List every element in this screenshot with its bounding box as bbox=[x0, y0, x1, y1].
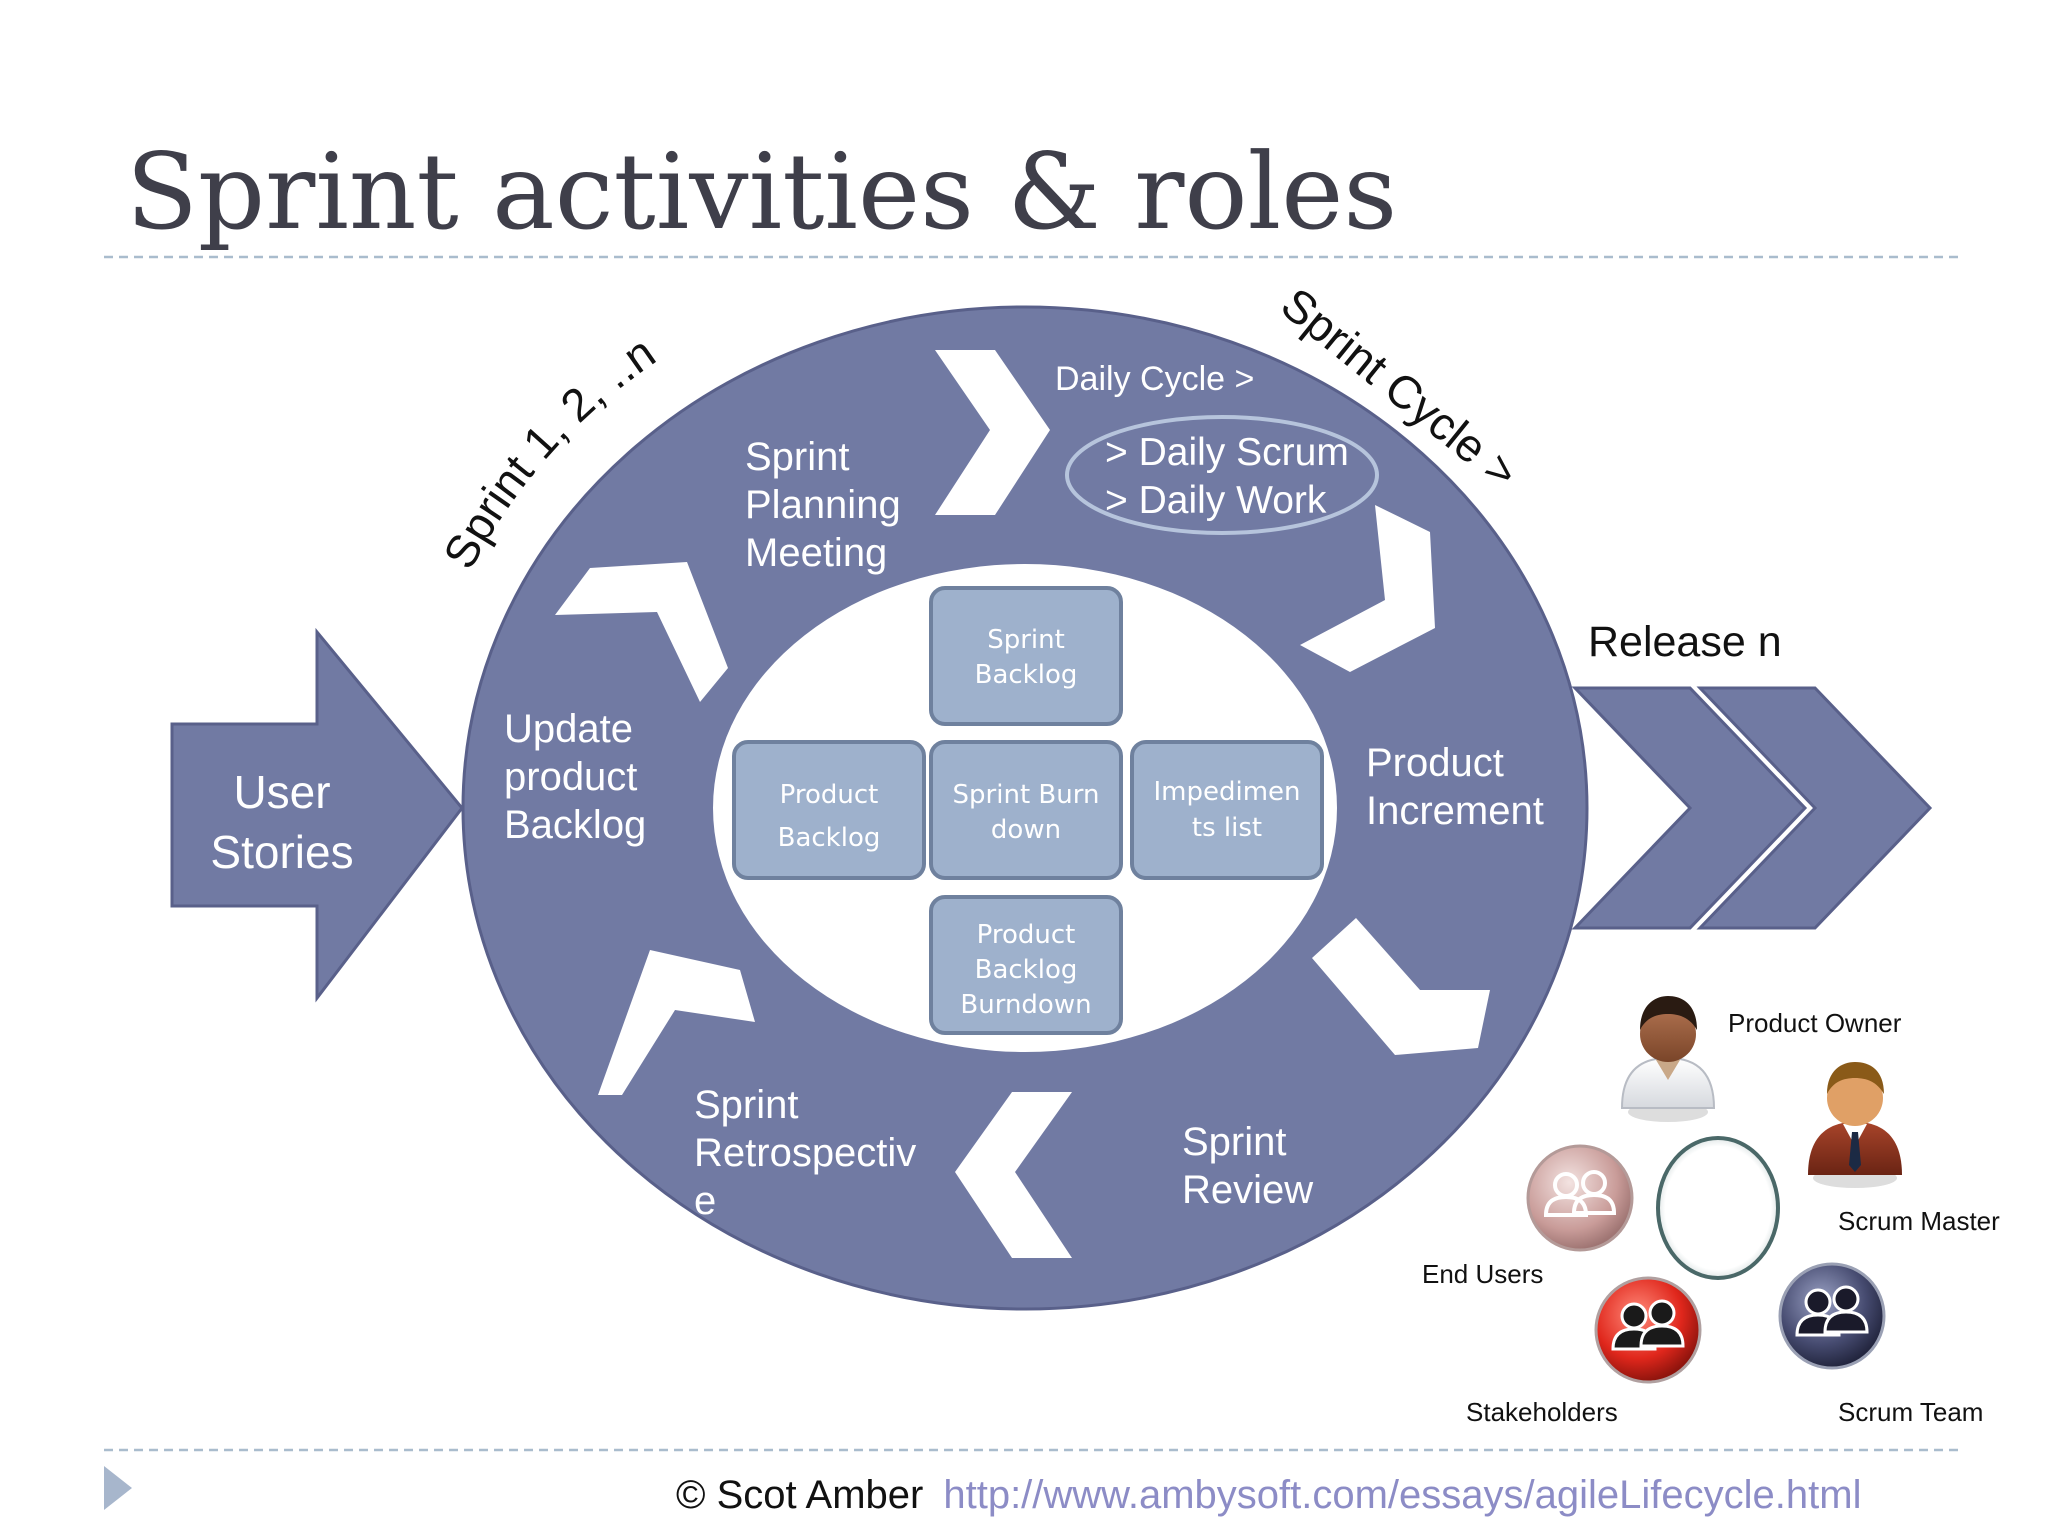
cycle-arrow-retro-up bbox=[598, 950, 755, 1095]
scrum-master-icon bbox=[1808, 1062, 1902, 1188]
artifact-product-backlog-burndown: Product Backlog Burndown bbox=[929, 895, 1123, 1035]
cycle-arrow-planning bbox=[935, 350, 1050, 515]
role-scrum-team: Scrum Team bbox=[1838, 1397, 1983, 1427]
artifact-burn-down-line2: down bbox=[991, 815, 1061, 845]
artifact-product-backlog-line1: Product bbox=[780, 780, 879, 810]
artifact-sprint-burn-down: Sprint Burn down bbox=[929, 740, 1123, 880]
footer-credit: © Scot Amber http://www.ambysoft.com/ess… bbox=[676, 1472, 1861, 1517]
cycle-arrow-update bbox=[555, 562, 728, 702]
product-owner-icon bbox=[1620, 996, 1716, 1122]
role-scrum-master: Scrum Master bbox=[1838, 1206, 2000, 1236]
role-product-owner: Product Owner bbox=[1728, 1008, 1902, 1038]
phase-retro-line1: Sprint bbox=[694, 1083, 799, 1127]
artifact-sprint-backlog: Sprint Backlog bbox=[929, 586, 1123, 726]
user-stories-arrow: User Stories bbox=[170, 627, 464, 1003]
footer-copyright: © Scot Amber bbox=[676, 1473, 923, 1517]
daily-cycle-oval bbox=[1065, 415, 1379, 535]
phase-retro-line2: Retrospectiv bbox=[694, 1131, 916, 1175]
artifact-backlog-burndown-line3: Burndown bbox=[960, 990, 1091, 1020]
phase-planning: Sprint Planning Meeting bbox=[745, 435, 901, 575]
release-chevrons bbox=[1571, 686, 1933, 930]
cycle-arrow-retro bbox=[955, 1092, 1072, 1258]
phase-planning-line3: Meeting bbox=[745, 531, 887, 575]
artifact-sprint-backlog-line2: Backlog bbox=[975, 660, 1078, 690]
artifact-backlog-burndown-line1: Product bbox=[977, 920, 1076, 950]
end-users-icon bbox=[1526, 1144, 1634, 1252]
phase-increment: Product Increment bbox=[1366, 741, 1544, 833]
phase-review: Sprint Review bbox=[1182, 1120, 1313, 1212]
artifact-impediments-line2: ts list bbox=[1192, 813, 1262, 843]
role-stakeholders: Stakeholders bbox=[1466, 1397, 1618, 1427]
user-stories-line1: User bbox=[233, 766, 330, 818]
phase-retro-line3: e bbox=[694, 1179, 716, 1223]
artifact-backlog-burndown-line2: Backlog bbox=[975, 955, 1078, 985]
phase-update: Update product Backlog bbox=[504, 707, 646, 847]
cycle-arrow-increment bbox=[1300, 505, 1435, 672]
artifact-impediments-line1: Impedimen bbox=[1153, 777, 1300, 807]
stakeholders-icon bbox=[1594, 1276, 1702, 1384]
artifact-product-backlog: Product Backlog bbox=[732, 740, 926, 880]
phase-review-line1: Sprint bbox=[1182, 1120, 1287, 1164]
artifact-sprint-backlog-line1: Sprint bbox=[987, 625, 1065, 655]
release-label: Release n bbox=[1588, 618, 1782, 666]
phase-update-line2: product bbox=[504, 755, 637, 799]
daily-item-scrum: > Daily Scrum bbox=[1105, 431, 1349, 474]
daily-cycle-label: Daily Cycle > bbox=[1055, 360, 1254, 398]
phase-planning-line1: Sprint bbox=[745, 435, 850, 479]
footer-link[interactable]: http://www.ambysoft.com/essays/agileLife… bbox=[943, 1473, 1861, 1517]
phase-retro: Sprint Retrospectiv e bbox=[694, 1083, 916, 1223]
page-title: Sprint activities & roles bbox=[126, 131, 1397, 253]
phase-increment-line2: Increment bbox=[1366, 789, 1544, 833]
phase-increment-line1: Product bbox=[1366, 741, 1504, 785]
artifact-product-backlog-line2: Backlog bbox=[778, 823, 881, 853]
footer-bullet-icon bbox=[104, 1466, 132, 1510]
roles-center-ring bbox=[1656, 1136, 1780, 1280]
phase-planning-line2: Planning bbox=[745, 483, 901, 527]
artifact-impediments-list: Impedimen ts list bbox=[1130, 740, 1324, 880]
cycle-arrow-review bbox=[1312, 918, 1490, 1055]
phase-update-line1: Update bbox=[504, 707, 633, 751]
role-end-users: End Users bbox=[1422, 1259, 1543, 1289]
daily-item-work: > Daily Work bbox=[1105, 479, 1327, 522]
phase-update-line3: Backlog bbox=[504, 803, 646, 847]
phase-review-line2: Review bbox=[1182, 1168, 1313, 1212]
artifact-burn-down-line1: Sprint Burn bbox=[953, 780, 1100, 810]
scrum-team-icon bbox=[1778, 1262, 1886, 1370]
user-stories-line2: Stories bbox=[210, 826, 353, 878]
